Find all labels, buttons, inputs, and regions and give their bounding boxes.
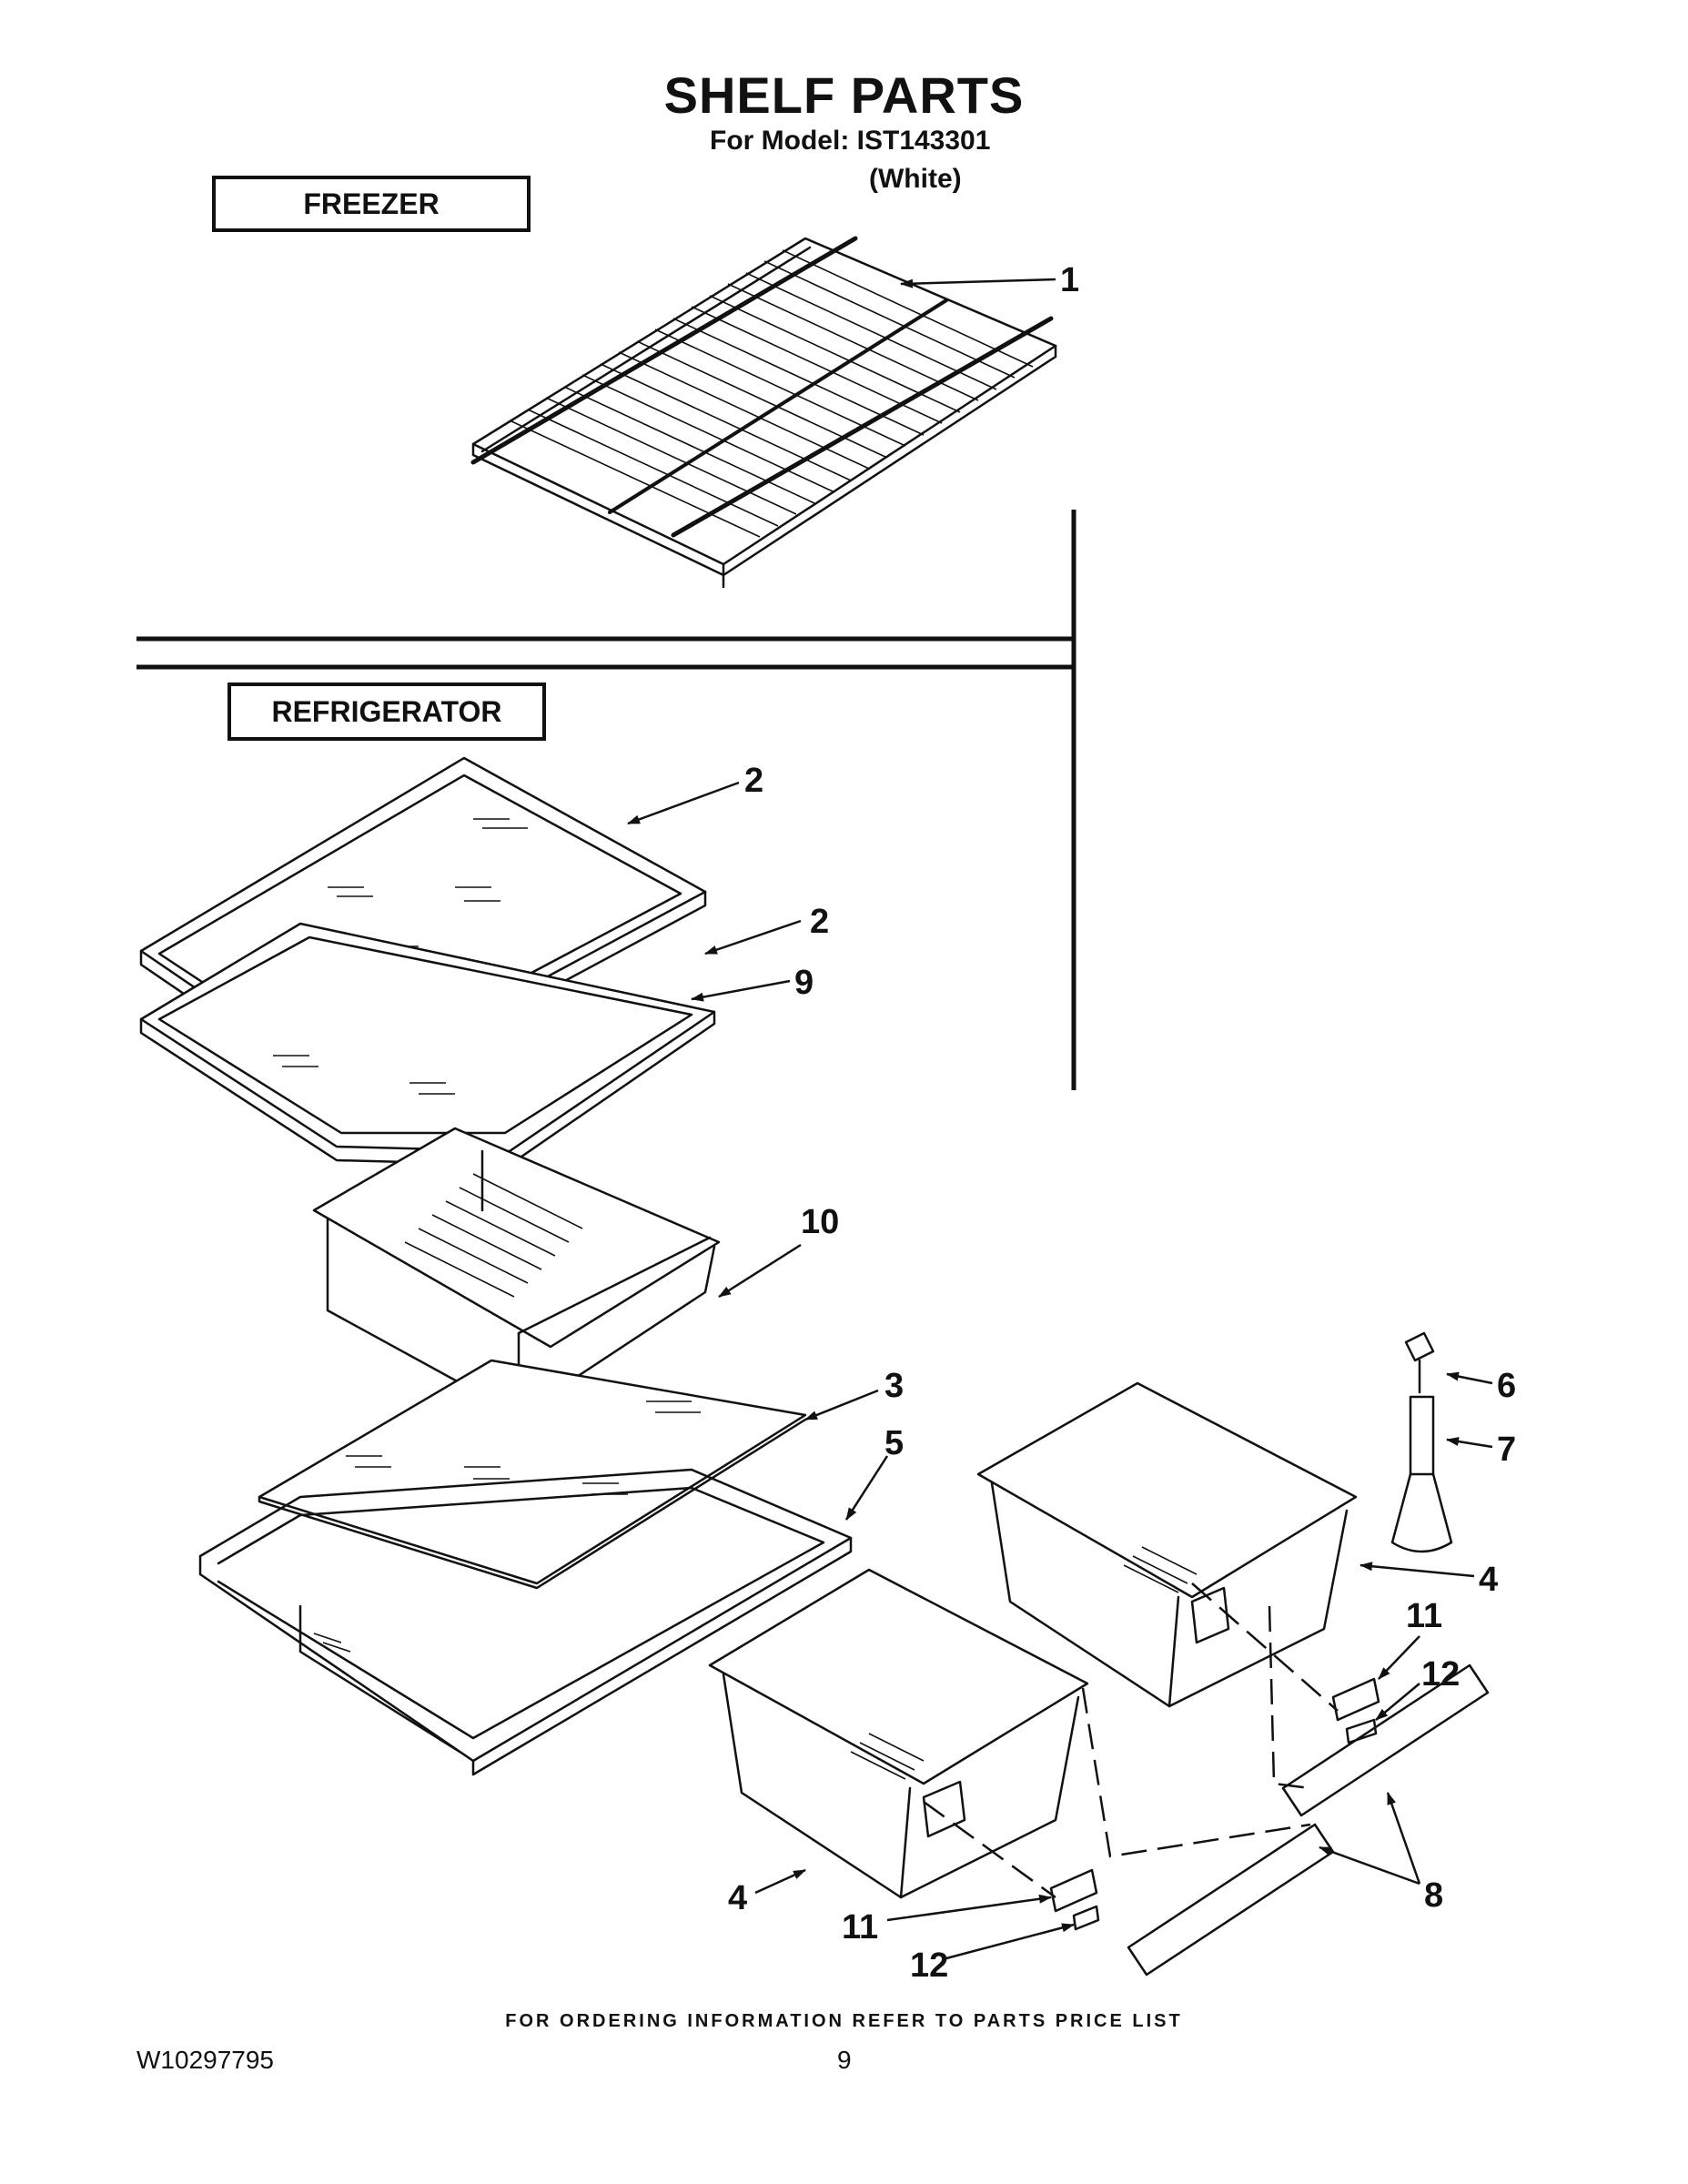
vegetable-bin-right: [976, 1381, 1358, 1708]
callout-4-left: 4: [728, 1879, 747, 1917]
assembly-line-right: [1268, 1605, 1311, 1790]
section-divider: [136, 510, 1076, 1090]
vegetable-bin-left: [708, 1568, 1089, 1899]
callout-2-upper: 2: [744, 762, 763, 800]
refrigerator-section-label: REFRIGERATOR: [227, 682, 546, 741]
assembly-line-left: [1081, 1687, 1311, 1858]
assembly-line-clip-right: [1191, 1582, 1339, 1712]
callout-9: 9: [794, 964, 814, 1002]
crisper-pan: [312, 1127, 721, 1417]
bin-slide-clips: [1049, 1677, 1380, 1931]
glass-shelf-lower: [139, 922, 716, 1167]
callout-12-right: 12: [1421, 1655, 1460, 1694]
crisper-cover-glass: [258, 1359, 807, 1590]
model-color: (White): [869, 164, 962, 194]
callout-11-left: 11: [842, 1908, 878, 1946]
callout-11-right: 11: [1406, 1597, 1442, 1635]
callout-8: 8: [1424, 1876, 1443, 1915]
leader-lines: [627, 278, 1493, 1960]
humidity-control-knob: [1390, 1331, 1453, 1553]
callout-1: 1: [1060, 261, 1079, 299]
assembly-line-clip-left: [923, 1800, 1056, 1899]
bin-rails: [1127, 1663, 1490, 1977]
callout-10: 10: [801, 1203, 839, 1241]
callout-12-left: 12: [910, 1946, 948, 1985]
ordering-note: FOR ORDERING INFORMATION REFER TO PARTS …: [505, 2011, 1183, 2031]
model-number: For Model: IST143301: [710, 126, 991, 156]
crisper-cover-frame: [198, 1468, 853, 1776]
freezer-wire-shelf: [470, 236, 1057, 589]
document-number: W10297795: [136, 2046, 275, 2074]
page-number: 9: [837, 2046, 852, 2074]
callout-5: 5: [884, 1424, 904, 1462]
freezer-section-label: FREEZER: [212, 176, 531, 232]
callout-2-lower: 2: [810, 903, 829, 941]
callout-3: 3: [884, 1367, 904, 1405]
page-title: SHELF PARTS: [663, 66, 1025, 124]
callout-4-right: 4: [1479, 1561, 1498, 1599]
callout-7: 7: [1497, 1431, 1516, 1469]
callout-6: 6: [1497, 1367, 1516, 1405]
